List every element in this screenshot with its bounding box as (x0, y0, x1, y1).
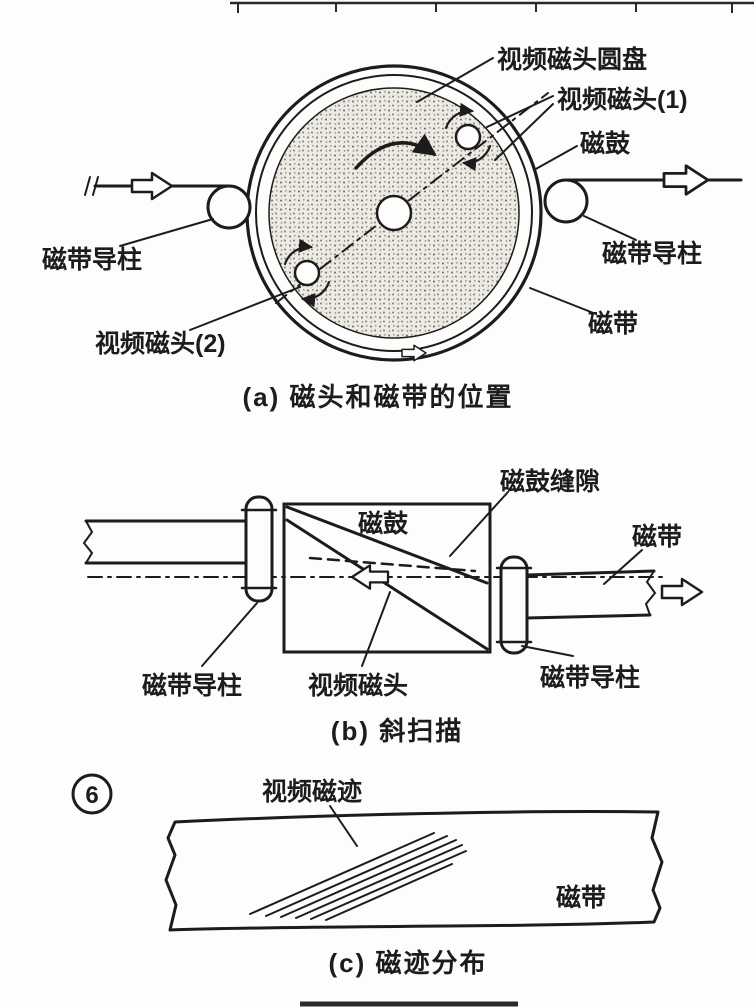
panel-a-head-tape-position: 视频磁头圆盘 视频磁头(1) 磁鼓 磁带导柱 磁带导柱 视频磁头(2) 磁带 (… (42, 45, 743, 412)
label-tape-b: 磁带 (632, 522, 682, 551)
figure-marker-circle (71, 773, 113, 815)
head-1-swirl (461, 144, 492, 172)
label-drum-gap: 磁鼓缝隙 (500, 467, 600, 496)
tape-torn-end (82, 520, 94, 564)
head-2-swirl (300, 280, 331, 308)
label-video-head-b: 视频磁头 (308, 671, 408, 700)
tape-edge (525, 569, 656, 577)
video-head-1 (444, 102, 492, 172)
panel-a-pointer-lines (119, 57, 637, 331)
label-tape-guide-right-b: 磁带导柱 (540, 663, 640, 692)
tape-guide-post-left-b (240, 495, 278, 603)
pointer-drum-gap (449, 491, 509, 557)
video-track-line (310, 850, 467, 920)
label-tape-guide-left-b: 磁带导柱 (142, 671, 242, 700)
label-video-tracks: 视频磁迹 (262, 777, 362, 806)
video-head-1-tip (454, 123, 482, 151)
figure-marker-number: 6 (85, 782, 98, 809)
pointer-guide-right-b (521, 645, 574, 657)
label-video-head-2: 视频磁头(2) (95, 329, 226, 358)
page-crop-artifacts (230, 1, 754, 1007)
caption-panel-a: (a) 磁头和磁带的位置 (242, 382, 513, 412)
video-track-line (325, 863, 453, 921)
tape-guide-post-right (543, 178, 589, 224)
guide-post-body (499, 555, 529, 655)
video-track-line (265, 835, 448, 917)
tape-end-slash (92, 176, 99, 196)
pointer-video-tracks (329, 805, 358, 847)
label-drum: 磁鼓 (580, 129, 631, 158)
panel-b-pointer-lines (201, 491, 643, 667)
drum-gap-dashed-line (308, 556, 477, 573)
pointer-guide-left-b (201, 602, 258, 667)
tape-direction-arrow-right-b (660, 577, 704, 607)
pointer-video-head-1b (494, 103, 554, 161)
video-track-lines (249, 832, 467, 921)
pointer-video-head-b (361, 591, 391, 667)
head-travel-arrow (350, 564, 390, 590)
video-track-line (295, 844, 463, 919)
label-tape: 磁带 (588, 309, 638, 338)
pointer-video-head-1a (486, 95, 554, 128)
tape-direction-arrow-left (130, 171, 174, 201)
caption-panel-b: (b) 斜扫描 (331, 716, 463, 746)
rotation-arrow (354, 133, 437, 170)
pointer-drum (533, 145, 578, 171)
pointer-guide-left (119, 218, 214, 247)
tape-guide-post-right-b (495, 555, 533, 655)
pointer-head-disc (416, 57, 494, 103)
label-tape-guide-right: 磁带导柱 (602, 239, 702, 268)
tape-band-left (82, 519, 254, 565)
helical-tape-edge-bottom (285, 518, 489, 651)
center-shaft (375, 194, 413, 232)
pointer-tape-b (603, 549, 643, 585)
video-head-2-tip (293, 259, 321, 287)
label-head-disc: 视频磁头圆盘 (497, 45, 647, 74)
guide-post-body (244, 495, 274, 603)
head-axis-line (275, 92, 549, 304)
video-head-2 (283, 238, 331, 308)
caption-panel-c: (c) 磁迹分布 (328, 948, 487, 978)
panel-b-helical-scan: 磁鼓缝隙 磁鼓 磁带 磁带导柱 视频磁头 磁带导柱 (b) 斜扫描 (82, 467, 704, 746)
pointer-guide-right (583, 215, 637, 241)
drum-inner-rim (255, 74, 533, 352)
video-track-line (249, 832, 435, 915)
tape-torn-end (644, 570, 657, 616)
drum-body (282, 502, 492, 654)
panel-c-track-layout: 6 视频磁迹 磁带 (c) 磁迹分布 (71, 773, 664, 978)
tape-strip (164, 810, 664, 932)
tape-guide-post-left (206, 184, 252, 230)
label-drum-b: 磁鼓 (358, 509, 409, 538)
label-video-head-1: 视频磁头(1) (557, 85, 688, 114)
label-tape-c: 磁带 (556, 883, 606, 912)
head-2-swirl (283, 238, 314, 266)
label-tape-guide-left: 磁带导柱 (42, 245, 142, 274)
tape-end-slash (84, 176, 91, 196)
tape-direction-arrow-right (662, 164, 710, 196)
tape-edge (525, 613, 652, 620)
video-track-line (280, 839, 457, 918)
pointer-video-head-2 (189, 286, 301, 331)
figure-marker: 6 (71, 773, 113, 815)
head-1-swirl (444, 102, 475, 130)
tape-band-right (525, 569, 657, 620)
pointer-tape (529, 287, 597, 315)
